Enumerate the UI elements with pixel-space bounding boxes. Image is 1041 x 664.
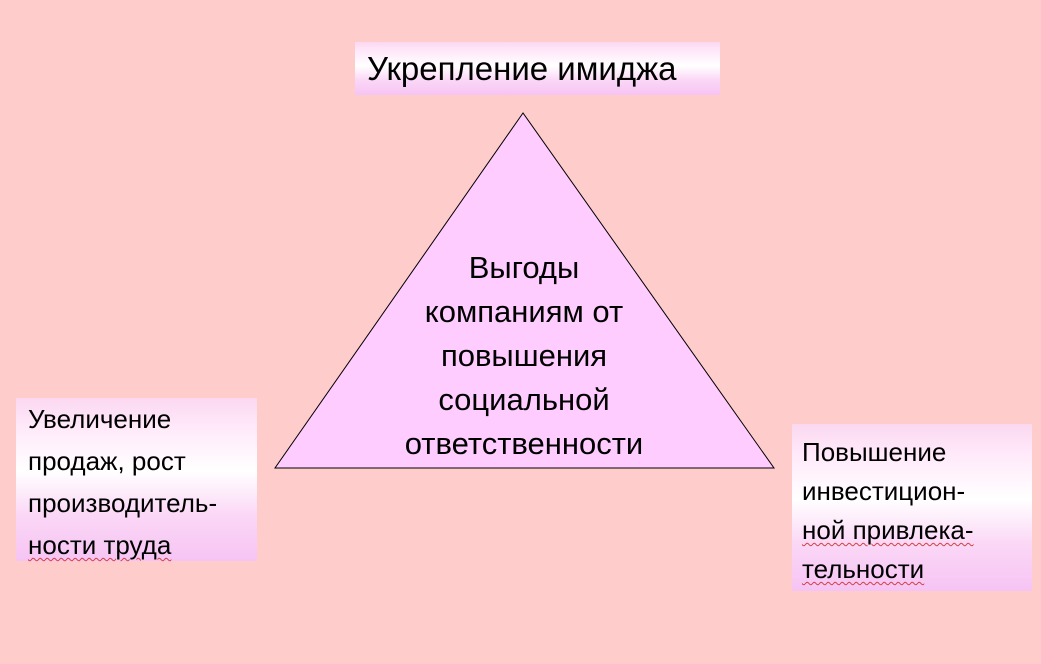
right-line: инвестицион-	[802, 476, 966, 506]
top-label: Укрепление имиджа	[367, 50, 677, 87]
center-line: повышения	[440, 338, 608, 373]
left-line: ности труда	[28, 530, 172, 560]
benefits-triangle	[274, 112, 775, 469]
left-line: Увеличение	[28, 404, 172, 434]
right-line: тельности	[802, 554, 925, 584]
center-line: Выгоды	[468, 250, 580, 285]
right-label-box: Повышение инвестицион- ной привлека- тел…	[792, 424, 1032, 591]
center-line: ответственности	[404, 426, 644, 461]
right-line: ной привлека-	[802, 515, 974, 545]
left-line: производитель-	[28, 488, 218, 518]
triangle-center-text: Выгоды компаниям от повышения социальной…	[374, 246, 674, 466]
top-label-box: Укрепление имиджа	[355, 42, 720, 95]
center-line: социальной	[438, 382, 610, 417]
center-line: компаниям от	[424, 294, 624, 329]
left-label-box: Увеличение продаж, рост производитель- н…	[16, 398, 257, 561]
right-line: Повышение	[802, 437, 947, 467]
left-line: продаж, рост	[28, 446, 186, 476]
